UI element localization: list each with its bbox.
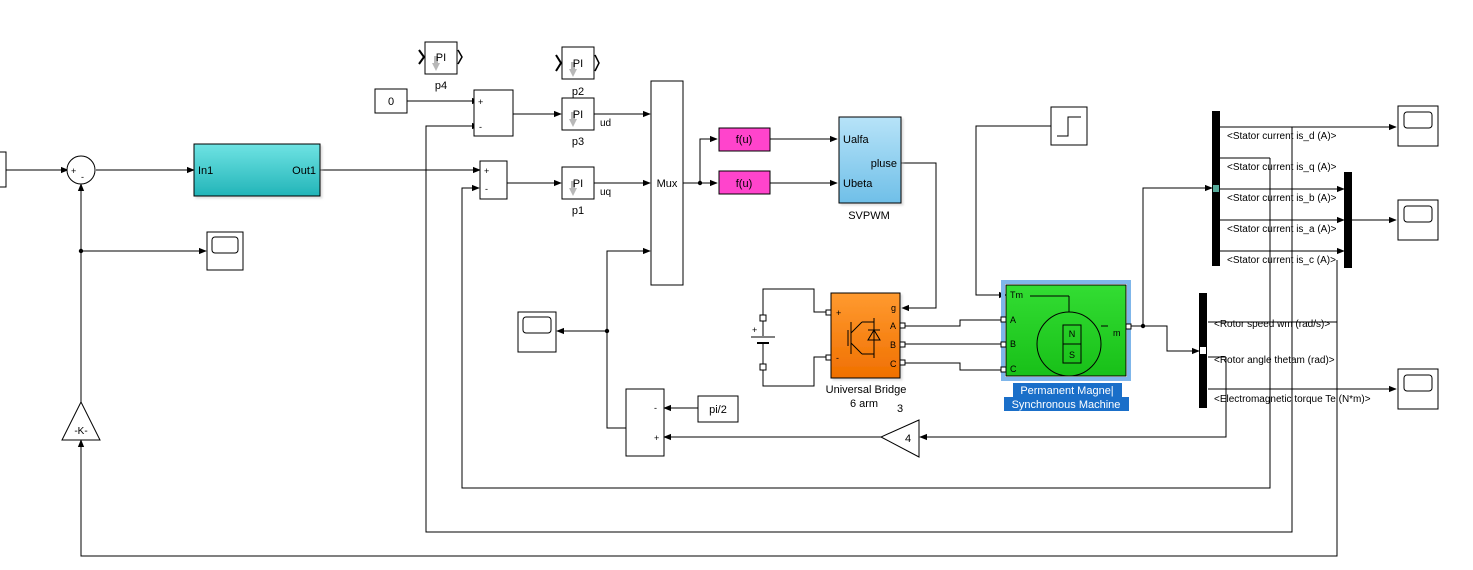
bridge-label-line1: Universal Bridge bbox=[826, 384, 907, 396]
scope-block-middle[interactable] bbox=[517, 311, 557, 353]
input-block-partial[interactable] bbox=[0, 151, 7, 188]
mux-label: Mux bbox=[657, 178, 678, 190]
bus-signal-speed: <Rotor speed wm (rad/s)> bbox=[1214, 319, 1330, 330]
sum-block-lower[interactable]: + - bbox=[479, 160, 508, 200]
bus-signal-is-q: <Stator current is_q (A)> bbox=[1227, 162, 1337, 173]
sum-upper-plus: + bbox=[478, 97, 483, 107]
bridge-port-minus: - bbox=[836, 353, 839, 363]
sum-circle-plus: + bbox=[71, 166, 76, 176]
bus-signal-is-b: <Stator current is_b (A)> bbox=[1227, 193, 1337, 204]
bridge-port-c: C bbox=[890, 359, 897, 369]
pmsm-port-a: A bbox=[1010, 315, 1016, 325]
svpwm-in-ualfa: Ualfa bbox=[843, 134, 870, 146]
universal-bridge-block[interactable]: g A B C + - bbox=[830, 292, 901, 379]
pi-p1-icon: PI bbox=[573, 178, 583, 190]
sum-angle-minus: - bbox=[654, 403, 657, 413]
fcn-upper-label: f(u) bbox=[736, 134, 753, 146]
signal-label-ud: ud bbox=[600, 118, 611, 129]
pi-p2-icon: PI bbox=[573, 58, 583, 70]
constant-zero-value: 0 bbox=[388, 96, 394, 108]
bridge-port-plus: + bbox=[836, 308, 841, 318]
mux-block[interactable]: Mux bbox=[650, 80, 684, 286]
bus-signal-is-c: <Stator current is_c (A)> bbox=[1227, 255, 1336, 266]
bridge-port-b: B bbox=[890, 340, 896, 350]
sum-upper-minus: - bbox=[479, 122, 482, 132]
subsystem-in-port: In1 bbox=[198, 165, 213, 177]
bridge-count: 3 bbox=[897, 403, 903, 415]
scope-block-right-top[interactable] bbox=[1397, 105, 1439, 147]
gain-k-label: -K- bbox=[74, 426, 87, 437]
pmsm-label-line1: Permanent Magne| bbox=[1020, 385, 1113, 397]
pmsm-magnet-n: N bbox=[1069, 329, 1076, 339]
pmsm-label-line2: Synchronous Machine bbox=[1012, 399, 1121, 411]
pi-block-p1[interactable]: PI p1 bbox=[561, 166, 595, 217]
svpwm-block[interactable]: Ualfa Ubeta pluse bbox=[838, 116, 902, 204]
fcn-block-lower[interactable]: f(u) bbox=[718, 170, 771, 195]
fcn-block-upper[interactable]: f(u) bbox=[718, 127, 771, 152]
gain-4-block[interactable]: 4 bbox=[879, 419, 920, 458]
sum-block-upper[interactable]: + - bbox=[473, 89, 514, 137]
constant-pi2-block[interactable]: pi/2 bbox=[697, 395, 739, 423]
fcn-lower-label: f(u) bbox=[736, 178, 753, 190]
pi-p3-icon: PI bbox=[573, 109, 583, 121]
pmsm-port-tm: Tm bbox=[1010, 290, 1023, 300]
constant-pi2-value: pi/2 bbox=[709, 404, 727, 416]
scope-block-right-bottom[interactable] bbox=[1397, 368, 1439, 410]
pi-p2-label: p2 bbox=[572, 86, 584, 98]
sum-block-angle[interactable]: - + bbox=[625, 388, 665, 457]
gain-k-block[interactable]: -K- bbox=[61, 400, 101, 441]
sum-lower-plus: + bbox=[484, 166, 489, 176]
step-block[interactable] bbox=[1050, 106, 1088, 146]
pi-block-p2[interactable]: PI p2 bbox=[555, 46, 600, 98]
pi-p3-label: p3 bbox=[572, 136, 584, 148]
bus-rotor-signals: <Rotor speed wm (rad/s)> <Rotor angle th… bbox=[1214, 319, 1371, 405]
dc-source[interactable]: + bbox=[751, 314, 775, 371]
bus-selector-mux[interactable] bbox=[1344, 172, 1352, 268]
pi-p4-label: p4 bbox=[435, 80, 447, 92]
bridge-label-line2: 6 arm bbox=[850, 398, 878, 410]
pmsm-block[interactable]: Tm A B C m N S bbox=[1001, 280, 1131, 381]
signal-lines bbox=[5, 97, 1397, 557]
bus-selector-rotor-port bbox=[1200, 347, 1206, 354]
pi-block-p3[interactable]: PI p3 bbox=[561, 97, 595, 148]
pmsm-ports bbox=[1000, 316, 1132, 373]
bridge-port-a: A bbox=[890, 321, 896, 331]
svpwm-in-ubeta: Ubeta bbox=[843, 178, 873, 190]
sum-circle[interactable]: + - bbox=[66, 155, 96, 185]
pi-p4-icon: PI bbox=[436, 52, 446, 64]
svpwm-label: SVPWM bbox=[848, 210, 890, 222]
pmsm-port-c: C bbox=[1010, 364, 1017, 374]
bus-signal-is-a: <Stator current is_a (A)> bbox=[1227, 224, 1337, 235]
sum-lower-minus: - bbox=[485, 184, 488, 194]
bridge-port-g: g bbox=[891, 303, 896, 313]
pmsm-name-label[interactable]: Permanent Magne| Synchronous Machine bbox=[1004, 383, 1129, 411]
bus-signal-torque: <Electromagnetic torque Te (N*m)> bbox=[1214, 394, 1371, 405]
bus-signal-is-d: <Stator current is_d (A)> bbox=[1227, 131, 1337, 142]
pmsm-port-m: m bbox=[1113, 328, 1121, 338]
scope-block-right-mid[interactable] bbox=[1397, 199, 1439, 241]
constant-zero-block[interactable]: 0 bbox=[374, 88, 408, 114]
bus-stator-signals: <Stator current is_d (A)> <Stator curren… bbox=[1227, 131, 1337, 266]
pmsm-port-b: B bbox=[1010, 339, 1016, 349]
bus-selector-stator-port bbox=[1213, 185, 1219, 192]
pmsm-magnet-s: S bbox=[1069, 350, 1075, 360]
dc-source-plus: + bbox=[752, 325, 757, 335]
bus-signal-angle: <Rotor angle thetam (rad)> bbox=[1214, 355, 1335, 366]
subsystem-out-port: Out1 bbox=[292, 165, 316, 177]
pi-p1-label: p1 bbox=[572, 205, 584, 217]
pi-block-p4[interactable]: PI p4 bbox=[418, 41, 463, 92]
signal-label-uq: uq bbox=[600, 187, 611, 198]
svpwm-out-pluse: pluse bbox=[871, 158, 897, 170]
gain-4-label: 4 bbox=[905, 433, 911, 445]
scope-block-left[interactable] bbox=[206, 231, 244, 271]
subsystem-block[interactable]: In1 Out1 bbox=[193, 143, 321, 197]
bridge-ports bbox=[825, 309, 906, 366]
sum-circle-minus: - bbox=[81, 172, 84, 182]
sum-angle-plus: + bbox=[654, 433, 659, 443]
